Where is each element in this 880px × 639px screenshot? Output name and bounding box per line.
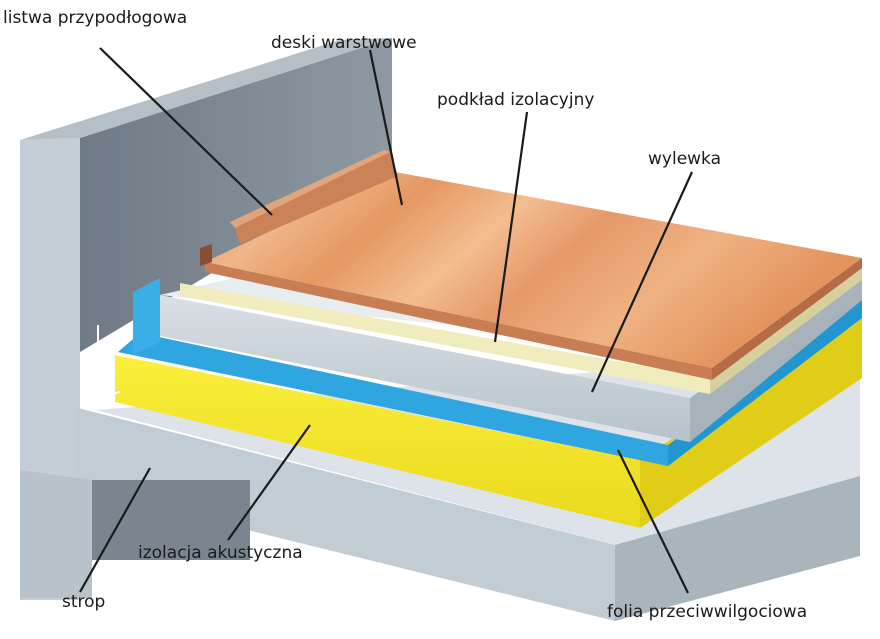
wood-side-edge: [712, 258, 862, 380]
slab-front: [78, 408, 615, 621]
slab-beam-shadow: [20, 470, 92, 598]
leader-line-baseboard: [99, 47, 273, 216]
label-slab: strop: [62, 592, 105, 612]
leader-line-screed: [590, 171, 694, 393]
wall-gap-line: [97, 325, 121, 400]
moisture-foil-front: [118, 333, 668, 466]
screed-front: [160, 295, 690, 442]
leader-line-slab: [79, 467, 151, 593]
wood-top: [205, 172, 862, 368]
label-insulating-underlay: podkład izolacyjny: [437, 90, 594, 110]
baseboard-top: [230, 150, 390, 228]
baseboard-stub: [200, 244, 212, 266]
leader-line-moisture-foil: [617, 449, 689, 594]
slab-side: [615, 476, 860, 621]
label-screed: wylewka: [648, 149, 721, 169]
leader-line-underlay: [493, 111, 529, 343]
underlay-front: [180, 283, 710, 394]
leader-line-acoustic: [227, 424, 311, 541]
label-baseboard: listwa przypodłogowa: [3, 8, 187, 28]
label-acoustic-insulation: izolacja akustyczna: [138, 543, 303, 563]
label-moisture-foil: folia przeciwwilgociowa: [607, 602, 807, 622]
wall-top-edge: [20, 38, 392, 140]
back-wall: [80, 38, 392, 352]
acoustic-insulation-front: [115, 355, 640, 528]
acoustic-insulation-side: [640, 312, 862, 528]
wood-front-edge: [205, 262, 712, 380]
screed-side: [690, 276, 862, 442]
baseboard: [235, 152, 398, 244]
leader-lines: [79, 47, 694, 594]
label-layered-boards: deski warstwowe: [271, 33, 417, 53]
moisture-foil-upturn: [133, 278, 160, 355]
underlay-side: [710, 268, 862, 394]
leader-line-layered-boards: [368, 49, 404, 206]
moisture-foil-side: [668, 300, 862, 466]
